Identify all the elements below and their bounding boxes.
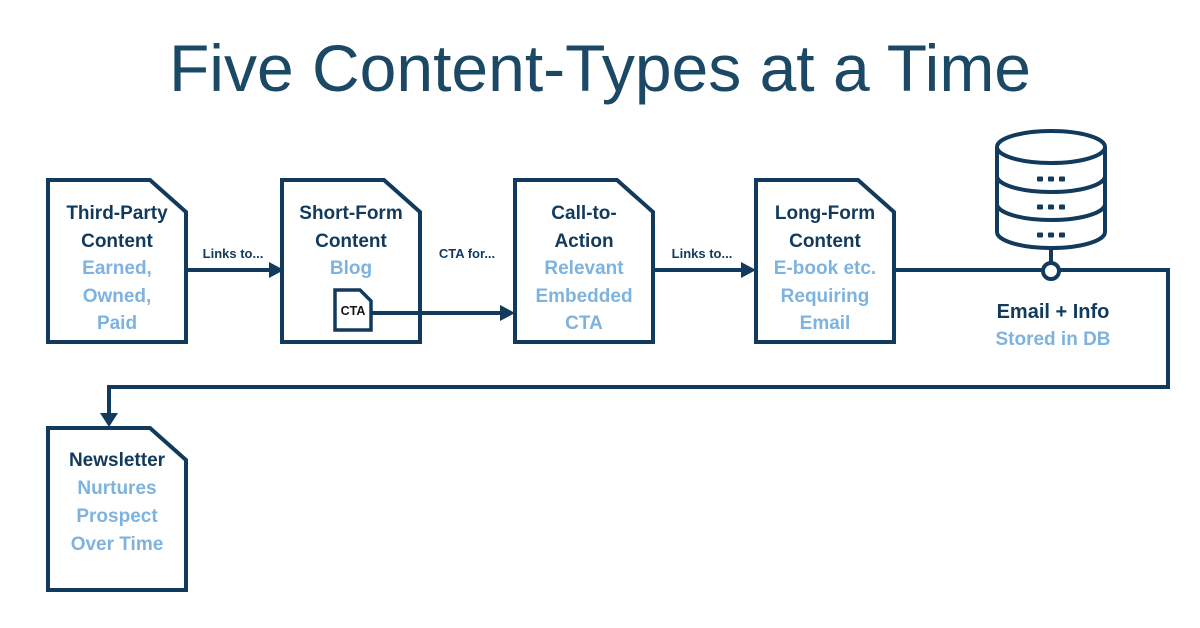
diagram-title: Five Content-Types at a Time: [168, 31, 1032, 105]
arrowhead-icon-2: [500, 305, 515, 321]
main-connector-line: [107, 268, 1170, 413]
edge-label-cta-for: CTA for...: [438, 246, 496, 261]
database-disk-arc-1: [995, 175, 1107, 194]
edge-label-links-to-1: Links to...: [202, 246, 264, 261]
database-dots: [1037, 176, 1065, 238]
connector-circle-icon: [1041, 261, 1061, 281]
database-label-sub: Stored in DB: [995, 329, 1111, 350]
cta-badge-label: CTA: [340, 304, 366, 318]
arrowhead-icon-1: [269, 262, 284, 278]
database-label: Email + Info Stored in DB: [953, 298, 1153, 354]
document-shape-newsletter: [46, 426, 188, 592]
arrowhead-icon-newsletter: [100, 413, 118, 427]
database-top-ellipse: [995, 129, 1107, 165]
arrowhead-icon-3: [741, 262, 756, 278]
edge-label-links-to-2: Links to...: [671, 246, 733, 261]
document-shape-short-form-content: [280, 178, 422, 344]
database-icon: [995, 129, 1107, 281]
document-shape-call-to-action: [513, 178, 655, 344]
document-shape-long-form-content: [754, 178, 896, 344]
document-shape-third-party-content: [46, 178, 188, 344]
database-disk-arc-2: [995, 203, 1107, 222]
database-label-heading: Email + Info: [996, 301, 1110, 323]
cta-badge-shape: [333, 288, 373, 332]
